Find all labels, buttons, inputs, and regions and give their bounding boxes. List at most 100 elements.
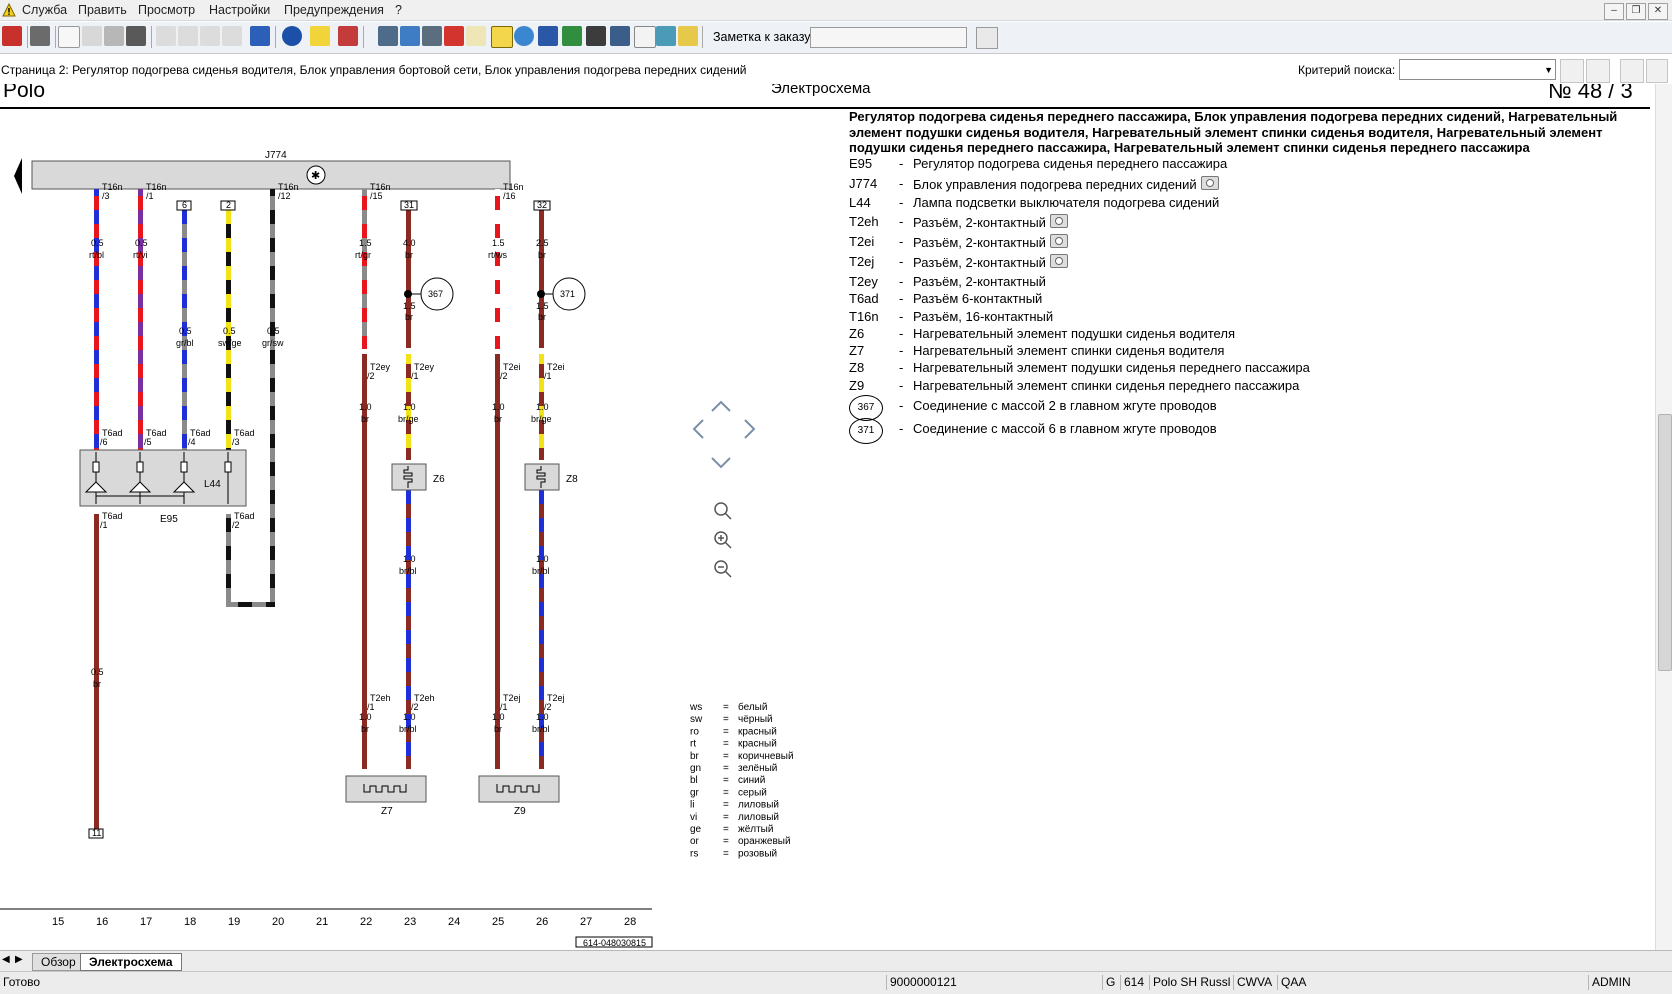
vehicle-icon[interactable] [126,26,146,46]
legend-dash: - [899,326,904,341]
wire-color: sw/ge [218,338,242,348]
menu-warnings[interactable]: Предупреждения [284,3,384,17]
restore-button[interactable]: ❐ [1626,3,1646,20]
color-code-abbr: li [690,800,694,811]
swap-icon[interactable] [338,26,358,46]
column-number: 28 [624,916,636,928]
ground-367-label: 367 [428,289,443,299]
tab-scroll-left-icon[interactable]: ◀ [2,954,10,965]
legend-code: E95 [849,156,873,171]
print-icon[interactable] [30,26,50,46]
camera-icon[interactable] [1200,176,1219,190]
tab-overview[interactable]: Обзор [32,953,85,971]
find-icon[interactable] [1560,59,1584,83]
menu-settings[interactable]: Настройки [209,3,271,17]
zoom-in-icon[interactable] [714,531,732,549]
connector-label: T2ei [503,362,521,372]
legend-dash: - [899,176,904,191]
wire-19 [226,208,231,452]
page-link-arrow-icon[interactable] [14,158,22,194]
save-icon[interactable] [538,26,558,46]
menu-edit[interactable]: Править [78,3,127,17]
zoom-controls [714,502,732,578]
legend-code: T6ad [849,291,879,306]
document-scrollbar[interactable] [1655,84,1672,950]
legend-dash: - [899,254,904,269]
last-page-icon[interactable] [222,26,242,46]
new-document-icon[interactable] [58,26,80,48]
warning-toolbar-icon[interactable] [491,26,513,48]
pan-left-icon[interactable] [692,419,704,439]
previous-page-icon[interactable] [178,26,198,46]
z8-heating-element [524,463,560,491]
zoom-out-icon[interactable] [714,560,732,578]
hint-icon[interactable] [310,26,330,46]
menu-service[interactable]: Служба [22,3,68,17]
wire-size: 1.0 [536,402,549,412]
connector-label: /1 [544,371,552,381]
question-icon[interactable] [678,26,698,46]
wire-size: 0.5 [135,238,148,248]
zoom-fit-icon[interactable] [714,502,732,520]
car-icon[interactable] [586,26,606,46]
navigate-forward-icon[interactable] [1646,59,1668,83]
navigate-back-icon[interactable] [1620,59,1644,83]
pan-right-icon[interactable] [744,419,756,439]
pan-up-icon[interactable] [711,400,731,412]
close-button[interactable]: ✕ [1648,3,1668,20]
calculator-icon[interactable] [378,26,398,46]
book-icon[interactable] [444,26,464,46]
find-next-icon[interactable] [1586,59,1610,83]
camera-icon[interactable] [1049,234,1068,248]
notepad-icon[interactable] [466,26,486,46]
heater-icon [363,784,407,793]
tools-icon[interactable] [610,26,630,46]
user-icon[interactable] [422,26,442,46]
pan-down-icon[interactable] [711,457,731,469]
legend-text: Регулятор подогрева сиденья переднего па… [913,156,1228,171]
wire-color: br [93,679,101,689]
legend-row: T2ei-Разъём, 2-контактный [849,234,1649,251]
exit-icon[interactable] [2,26,22,46]
order-note-field[interactable] [810,27,967,48]
legend-code: Z7 [849,343,865,358]
pin-label: 2 [226,200,231,210]
document-list-icon[interactable] [104,26,124,46]
pin-label: 32 [537,200,547,210]
tab-wiring-diagram[interactable]: Электросхема [80,953,182,971]
search-criteria-select[interactable]: ▼ [1399,59,1556,80]
info-icon[interactable] [282,26,302,46]
wire-color: br [494,724,502,734]
pin-label: 6 [182,200,187,210]
legend-text: Нагревательный элемент подушки сиденья в… [913,326,1235,341]
order-note-button[interactable] [976,27,998,49]
scrollbar-thumb[interactable] [1658,414,1672,671]
color-code-abbr: sw [690,714,703,725]
j774-label: J774 [265,150,287,161]
connector-label: /1 [100,520,108,530]
legend-row: T2eh-Разъём, 2-контактный [849,214,1649,231]
wire-size: 2.5 [536,238,549,248]
globe-icon[interactable] [514,26,534,46]
minimize-button[interactable]: – [1604,3,1624,20]
color-code-name: красный [738,726,777,737]
wiring-diagram: J774 ✱ 11 6 2 E95 L44 [0,150,794,948]
camera-icon[interactable] [1049,254,1068,268]
grid-icon[interactable] [400,26,420,46]
legend-description: Нагревательный элемент подушки сиденья в… [913,326,1235,341]
first-page-icon[interactable] [156,26,176,46]
tab-scroll-right-icon[interactable]: ▶ [15,954,23,965]
checklist-icon[interactable] [634,26,656,48]
green-book-icon[interactable] [562,26,582,46]
z6-heating-element [391,463,427,491]
legend-code: Z6 [849,326,865,341]
menu-view[interactable]: Просмотр [138,3,196,17]
legend-ground-row: 367-Соединение с массой 2 в главном жгут… [849,395,1649,424]
menu-help[interactable]: ? [395,3,402,17]
edit-document-icon[interactable] [82,26,102,46]
manual-icon[interactable] [656,26,676,46]
back-icon[interactable] [250,26,270,46]
next-page-icon[interactable] [200,26,220,46]
status-user: ADMIN [1588,975,1652,990]
camera-icon[interactable] [1049,214,1068,228]
